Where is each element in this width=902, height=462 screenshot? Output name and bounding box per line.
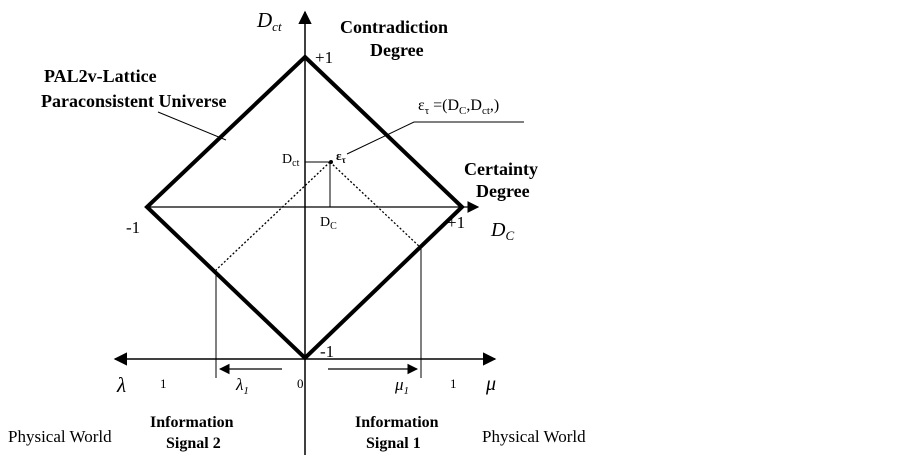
right-title-line1: Certainty [464,159,538,179]
state-point [329,160,333,164]
dotted-line-mu [329,161,422,249]
lattice-diamond [144,54,465,361]
info-signal-1-line2: Signal 1 [366,435,421,452]
origin-zero: 0 [297,376,304,391]
lambda1-label: λ1 [235,375,249,397]
info-signal-2-line2: Signal 2 [166,435,221,452]
tick-bottom: -1 [320,342,334,361]
info-signal-2-line1: Information [150,414,234,431]
point-label: ετ [336,148,347,165]
mu1-label: μ1 [394,375,409,397]
physical-world-left: Physical World [8,427,112,446]
left-title-line1: PAL2v-Lattice [44,66,157,86]
point-formula-leader-line [346,121,524,155]
top-title-line2: Degree [370,40,424,60]
dct-point-label: Dct [282,152,300,169]
info-signal-1-line1: Information [355,414,439,431]
axis-label-dct: Dct [256,8,282,34]
dc-point-label: DC [320,215,337,232]
physical-world-right: Physical World [482,427,586,446]
right-title-line2: Degree [476,181,530,201]
tick-left: -1 [126,218,140,237]
mu-one: 1 [450,376,457,391]
left-title-line2: Paraconsistent Universe [41,91,226,111]
lambda-symbol: λ [116,373,126,397]
tick-top: +1 [315,48,333,67]
point-formula: ετ =(DC,Dct,) [418,97,499,117]
mu-symbol: μ [485,373,496,395]
tick-right: +1 [447,213,465,232]
dotted-line-lambda [215,161,331,271]
top-title-line1: Contradiction [340,17,448,37]
lambda-one: 1 [160,376,167,391]
universe-leader-line [157,111,227,141]
axis-label-dc: DC [490,219,514,243]
